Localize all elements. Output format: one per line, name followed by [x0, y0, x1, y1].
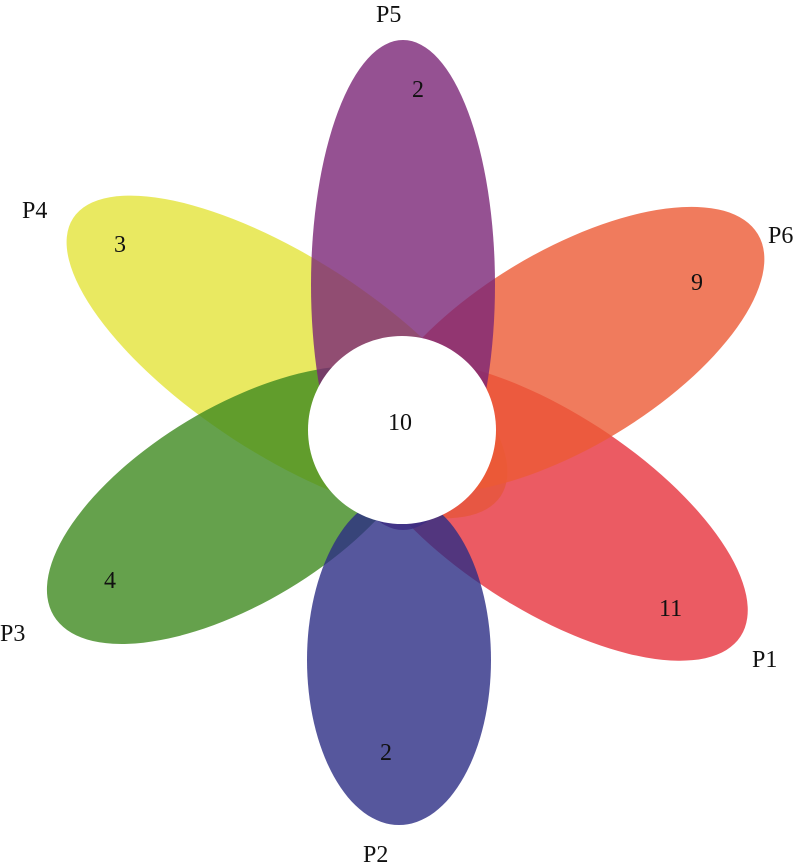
petal-p2 [307, 495, 491, 825]
petal-label-p3: P3 [0, 621, 25, 647]
petal-label-p2: P2 [363, 842, 388, 865]
petal-count-p3: 4 [104, 568, 116, 594]
core-circle [308, 336, 496, 524]
core-count: 10 [388, 410, 412, 436]
petal-count-p2: 2 [380, 740, 392, 766]
petal-count-p4: 3 [114, 232, 126, 258]
petal-count-p5: 2 [412, 77, 424, 103]
petal-label-p1: P1 [752, 647, 777, 673]
petal-count-p6: 9 [691, 270, 703, 296]
petal-label-p6: P6 [768, 223, 793, 249]
petal-label-p4: P4 [22, 198, 47, 224]
petal-count-p1: 11 [659, 596, 682, 622]
petal-label-p5: P5 [376, 2, 401, 28]
